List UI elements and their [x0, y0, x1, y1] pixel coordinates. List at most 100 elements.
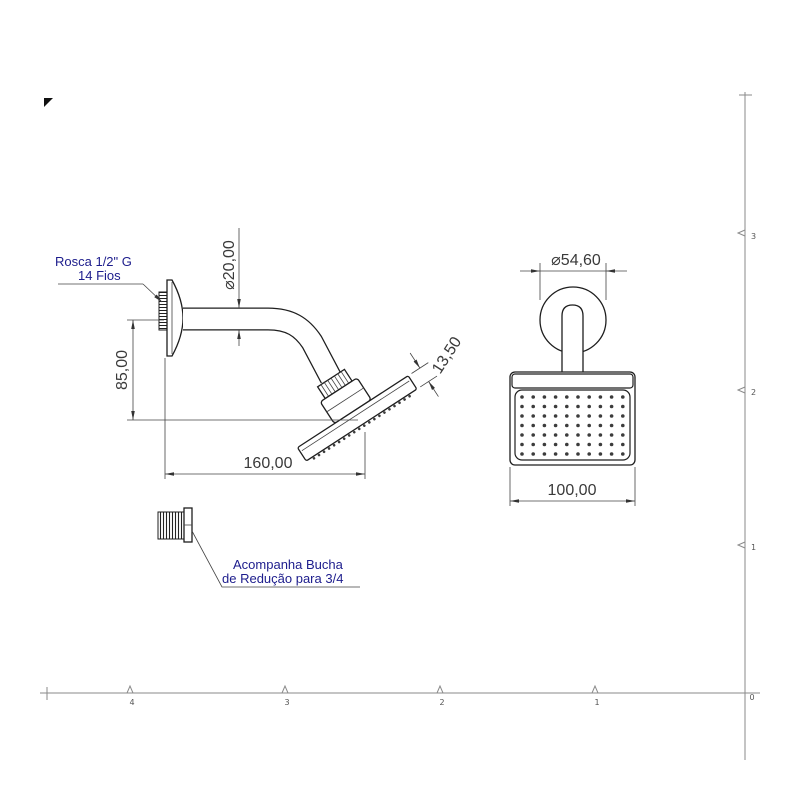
nozzle-dot: [609, 452, 614, 456]
nozzle-dot: [332, 443, 336, 447]
nozzle-dot: [542, 442, 547, 447]
side-view: 13,50 ⌀20,00 85,00 160,00 Rosca 1/2" G 1…: [55, 228, 465, 479]
nozzle-dot: [609, 395, 614, 399]
nozzle-dot: [576, 404, 580, 409]
nozzle-dot: [609, 423, 614, 428]
nut-knurling: [320, 371, 350, 397]
nozzle-dot: [609, 404, 614, 409]
nozzle-dot: [587, 404, 591, 409]
nozzle-dot: [520, 452, 524, 456]
nozzle-dot: [598, 452, 603, 456]
thread-count-label: 14 Fios: [78, 268, 121, 283]
nozzle-dot: [342, 437, 346, 441]
nozzle-dot: [520, 404, 524, 409]
wall-flange: [166, 279, 184, 357]
nozzle-dot: [553, 423, 558, 428]
shower-arm-front: [561, 304, 584, 378]
nozzle-dot: [587, 442, 591, 447]
dimension-head-thickness: 13,50: [429, 334, 465, 377]
nozzle-dot: [587, 452, 591, 456]
bushing-note-line1: Acompanha Bucha: [233, 557, 344, 572]
head-plate: [297, 375, 417, 461]
nozzle-dot: [576, 442, 580, 447]
side-nozzle-row: [312, 394, 411, 460]
ruler-tick: [736, 386, 746, 394]
nozzle-dot: [542, 414, 547, 418]
nozzle-dot: [542, 433, 547, 437]
nozzle-dot: [587, 423, 591, 428]
bushing-note-line2: de Redução para 3/4: [222, 571, 343, 586]
nozzle-dot: [598, 423, 603, 428]
nozzle-dot: [576, 452, 580, 456]
nozzle-dot: [553, 395, 558, 399]
nozzle-dot: [609, 442, 614, 447]
nozzle-dot: [368, 421, 371, 424]
nozzle-dot: [565, 452, 569, 456]
nozzle-dot: [553, 433, 558, 437]
dimension-head-width: 100,00: [548, 482, 597, 499]
ruler-tick: [736, 541, 746, 549]
ruler-tick: [591, 684, 599, 694]
nozzle-dot: [373, 417, 376, 421]
nozzle-dot: [598, 433, 603, 437]
nozzle-dot: [621, 404, 625, 409]
nozzle-dot: [337, 440, 341, 444]
nozzle-dot: [388, 408, 391, 411]
nozzle-dot: [542, 423, 547, 428]
nozzle-grid: [520, 395, 625, 456]
nozzle-dot: [598, 442, 603, 447]
nozzle-dot: [542, 404, 547, 409]
nozzle-dot: [565, 395, 569, 399]
nozzle-dot: [383, 411, 386, 414]
nozzle-dot: [621, 395, 625, 399]
nozzle-dot: [587, 414, 591, 418]
nozzle-dot: [621, 442, 625, 447]
shower-head-side: [297, 352, 439, 461]
nozzle-dot: [327, 447, 331, 450]
dimension-arrow: [428, 381, 439, 397]
dimension-arrow: [409, 352, 421, 369]
nozzle-dot: [531, 433, 535, 437]
dimension-flange-diameter: ⌀54,60: [551, 252, 601, 269]
bottom-ruler: 4 3 2 1 0: [126, 684, 755, 707]
dimension-projection: 160,00: [244, 455, 293, 472]
nozzle-dot: [621, 423, 625, 428]
nozzle-dot: [565, 433, 569, 437]
nozzle-dot: [347, 434, 351, 437]
nozzle-dot: [553, 404, 558, 409]
ruler-label: 3: [284, 698, 289, 707]
dimension-drop-height: 85,00: [114, 350, 131, 390]
nozzle-dot: [565, 423, 569, 428]
ruler-label: 1: [751, 543, 756, 552]
nozzle-dot: [408, 394, 411, 398]
ruler-tick: [736, 229, 746, 237]
shower-head-front: [509, 371, 636, 466]
nozzle-dot: [531, 414, 535, 418]
nozzle-dot: [598, 414, 603, 418]
nozzle-dot: [621, 452, 625, 456]
extension-line: [411, 362, 429, 374]
nozzle-dot: [621, 414, 625, 418]
nozzle-dot: [553, 452, 558, 456]
nozzle-dot: [520, 395, 524, 399]
ruler-label: 2: [439, 698, 444, 707]
nozzle-dot: [312, 457, 316, 460]
nozzle-dot: [363, 424, 366, 427]
nozzle-dot: [609, 414, 614, 418]
nozzle-dot: [531, 452, 535, 456]
nozzle-dot: [598, 395, 603, 399]
nozzle-dot: [553, 414, 558, 418]
nozzle-dot: [576, 433, 580, 437]
nozzle-dot: [621, 433, 625, 437]
nozzle-dot: [520, 442, 524, 447]
ruler-tick: [126, 684, 134, 694]
nozzle-dot: [565, 404, 569, 409]
bushing-detail: Acompanha Bucha de Redução para 3/4: [157, 507, 360, 588]
nozzle-dot: [587, 433, 591, 437]
nozzle-dot: [520, 423, 524, 428]
head-plate-edge: [301, 380, 410, 452]
ruler-label: 2: [751, 388, 756, 397]
bushing-thread: [157, 511, 185, 540]
nozzle-dot: [398, 401, 401, 405]
nozzle-dot: [520, 414, 524, 418]
